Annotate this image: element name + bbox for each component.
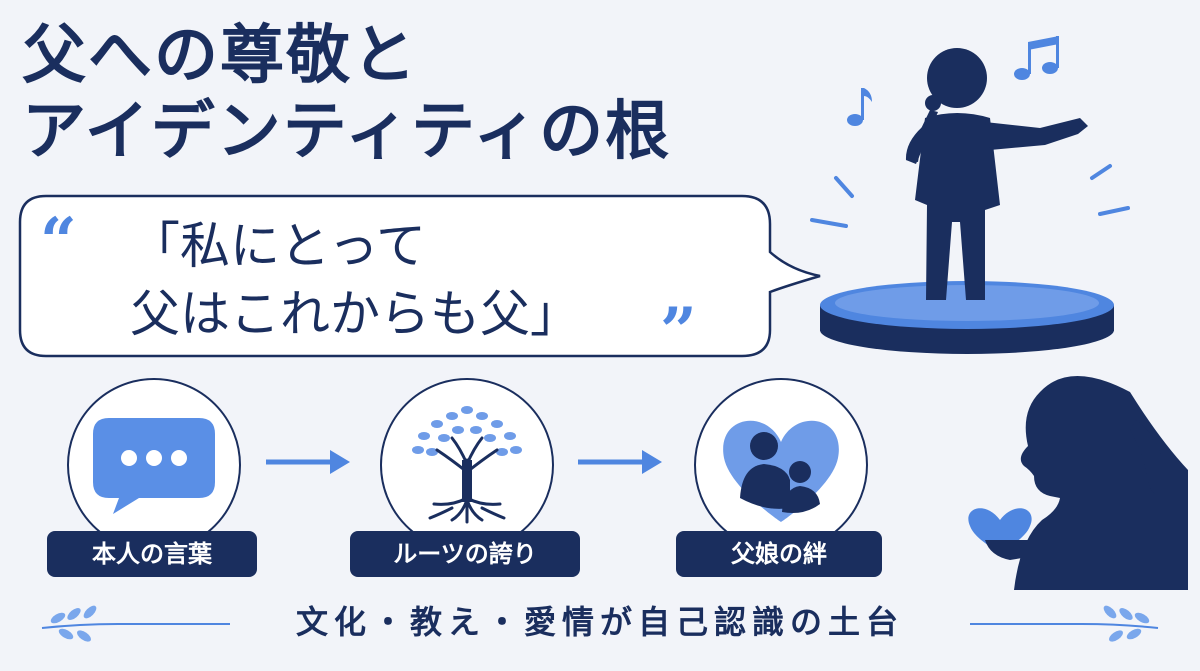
laurel-branch-icon xyxy=(41,605,1159,642)
page-title: 父への尊敬と アイデンティティの根 xyxy=(22,18,671,170)
close-quote-icon: ” xyxy=(660,294,697,369)
heart-parent-child-icon xyxy=(723,420,839,522)
step-circle-roots xyxy=(380,378,554,552)
step-circle-speech xyxy=(67,378,241,552)
footer-caption: 文化・教え・愛情が自己認識の土台 xyxy=(295,603,904,641)
open-quote-icon: “ xyxy=(40,204,77,279)
quote-line-1: 「私にとって xyxy=(130,217,426,275)
step-label-speech: 本人の言葉 xyxy=(47,531,257,577)
quote-text: 「私にとって 父はこれからも父」 xyxy=(130,212,580,348)
step-label-bond: 父娘の絆 xyxy=(676,531,882,577)
title-line-2: アイデンティティの根 xyxy=(22,94,672,169)
quote-line-2: 父はこれからも父」 xyxy=(130,285,580,343)
step-label-roots: ルーツの誇り xyxy=(350,531,580,577)
music-note-icon xyxy=(847,36,1059,126)
title-line-1: 父への尊敬と xyxy=(22,18,418,93)
tree-roots-icon xyxy=(412,406,522,524)
footer: 文化・教え・愛情が自己認識の土台 xyxy=(0,596,1200,656)
step-circle-bond xyxy=(694,378,868,552)
speech-bubble-icon xyxy=(93,418,215,514)
